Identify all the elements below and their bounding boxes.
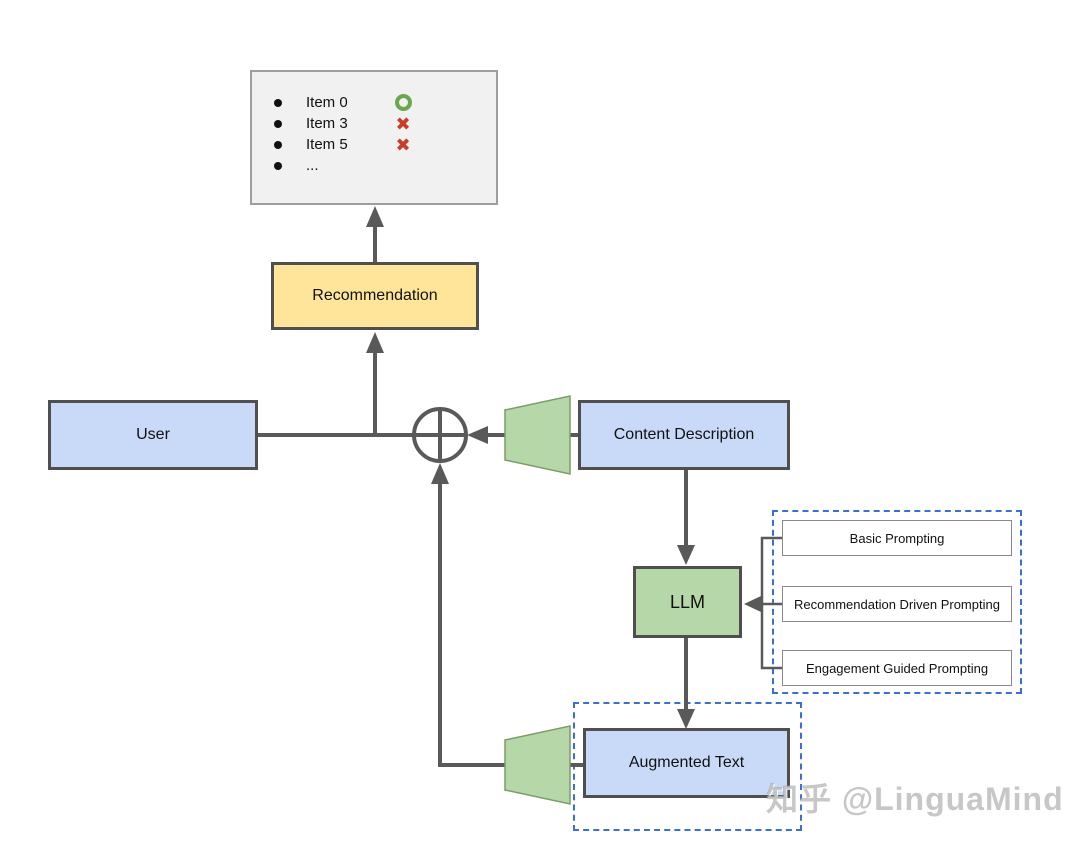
list-item: Item 3 ✖: [252, 113, 496, 134]
red-cross-icon: ✖: [395, 134, 411, 155]
recommendation-driven-prompting-label: Recommendation Driven Prompting: [794, 596, 1000, 612]
arrowhead-into-llm-right: [744, 596, 761, 612]
arrowhead-into-combine-right: [467, 426, 488, 444]
recommendation-driven-prompting-box: Recommendation Driven Prompting: [782, 586, 1012, 622]
user-label: User: [136, 426, 170, 443]
list-item: Item 0: [252, 92, 496, 113]
arrowhead-into-list: [366, 206, 384, 227]
item-label: Item 5: [306, 136, 348, 153]
green-ring-icon: [392, 94, 414, 111]
recommendation-label: Recommendation: [312, 287, 438, 304]
llm-node: LLM: [633, 566, 742, 638]
item-label: ...: [306, 157, 319, 174]
augmented-text-label: Augmented Text: [628, 754, 745, 771]
arrowhead-into-recommendation: [366, 332, 384, 353]
arrowhead-into-combine-bottom: [431, 463, 449, 484]
connector-augmented-to-combine: [438, 480, 586, 767]
basic-prompting-box: Basic Prompting: [782, 520, 1012, 556]
llm-label: LLM: [669, 591, 705, 612]
content-description-node: Content Description: [578, 400, 790, 470]
basic-prompting-label: Basic Prompting: [849, 530, 945, 546]
content-description-label: Content Description: [613, 426, 755, 443]
item-label: Item 3: [306, 115, 348, 132]
user-node: User: [48, 400, 258, 470]
engagement-guided-prompting-label: Engagement Guided Prompting: [805, 660, 989, 676]
bullet-icon: [274, 161, 282, 170]
watermark: 知乎 @LinguaMind: [766, 781, 1064, 817]
red-cross-icon: ✖: [395, 113, 411, 134]
item-label: Item 0: [306, 94, 348, 111]
recommended-items-list: Item 0 Item 3 ✖ Item 5 ✖ ...: [250, 70, 498, 205]
recommendation-node: Recommendation: [271, 262, 479, 330]
bullet-icon: [274, 98, 282, 107]
encoder-trapezoid-top-icon: [504, 395, 571, 475]
encoder-trapezoid-bottom-icon: [504, 725, 571, 805]
engagement-guided-prompting-box: Engagement Guided Prompting: [782, 650, 1012, 686]
circle-plus-icon: [412, 407, 468, 463]
list-item: ...: [252, 155, 496, 176]
bullet-icon: [274, 119, 282, 128]
arrowhead-into-llm-top: [677, 545, 695, 565]
augmented-text-node: Augmented Text: [583, 728, 790, 798]
list-item: Item 5 ✖: [252, 134, 496, 155]
bullet-icon: [274, 140, 282, 149]
